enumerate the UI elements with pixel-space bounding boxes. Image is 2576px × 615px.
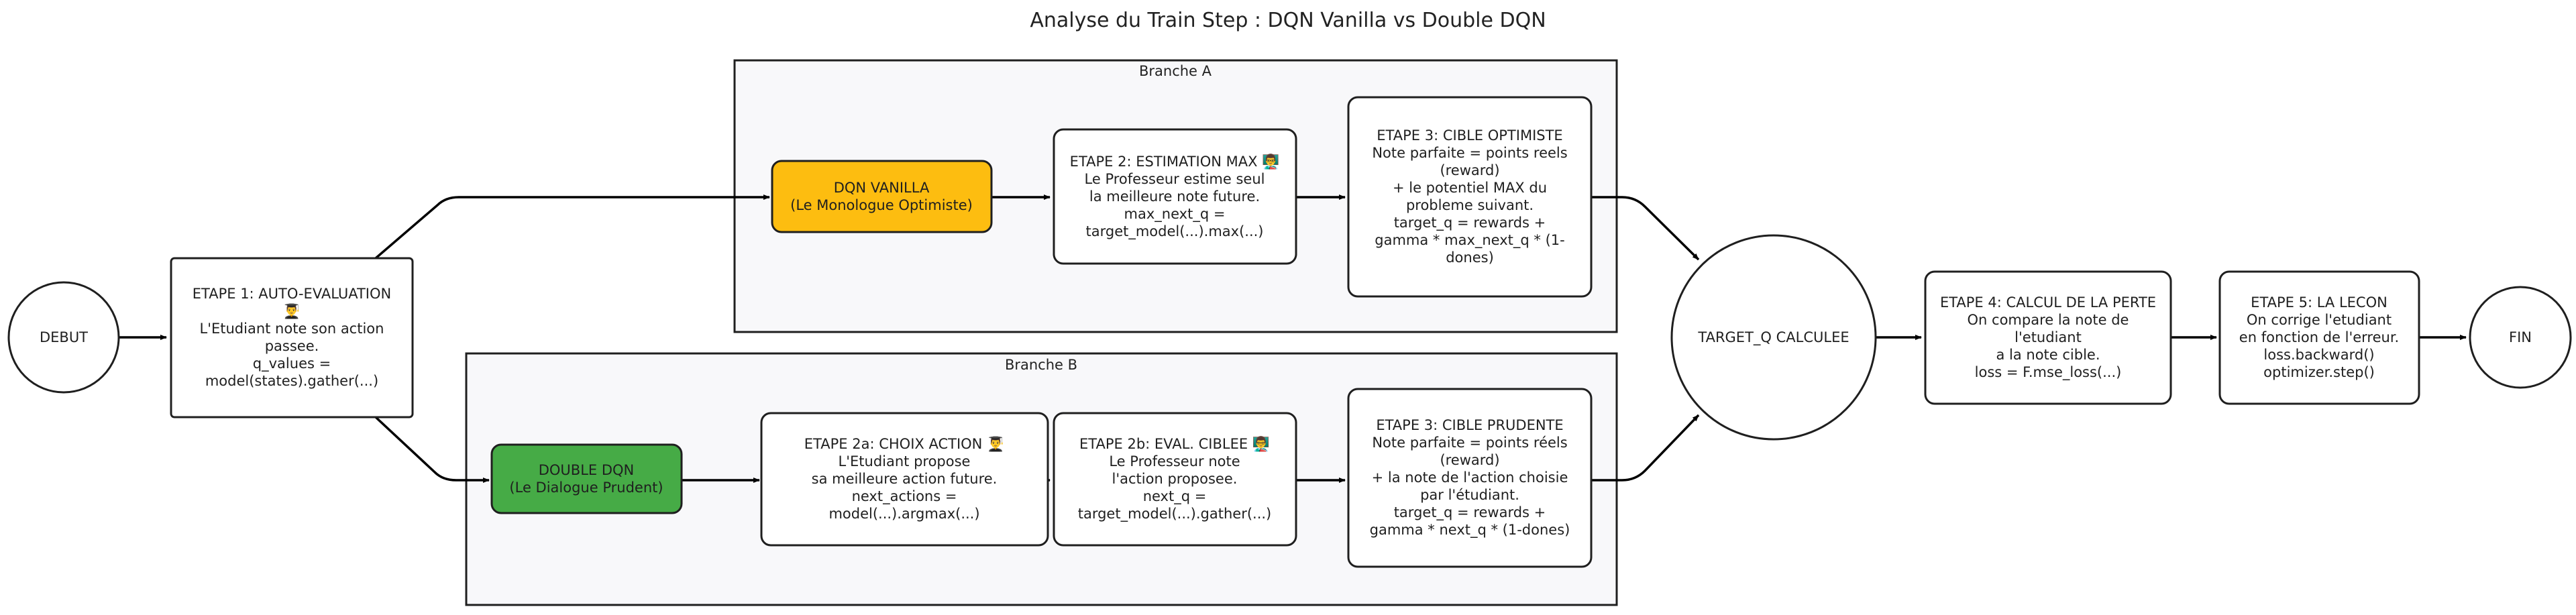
label-line: Note parfaite = points reels	[1372, 145, 1567, 161]
label-etape-2b: ETAPE 2b: EVAL. CIBLEE 👨‍🏫Le Professeur …	[1078, 435, 1272, 522]
node-double-dqn	[490, 443, 683, 514]
node-etape-2-estimation	[1053, 128, 1297, 265]
label-line: model(...).argmax(...)	[828, 506, 979, 522]
label-line: target_q = rewards +	[1394, 504, 1546, 521]
node-etape-5	[2218, 270, 2420, 405]
edge-a3-target	[1591, 196, 1700, 261]
label-line: gamma * max_next_q * (1-	[1375, 232, 1564, 249]
edge-e1-vanilla	[374, 194, 770, 260]
label-line: loss = F.mse_loss(...)	[1975, 364, 2122, 381]
label-line: L'Etudiant note son action	[200, 321, 384, 337]
label-line: (reward)	[1440, 452, 1499, 468]
label-line: TARGET_Q CALCULEE	[1697, 329, 1849, 346]
label-line: DQN VANILLA	[834, 180, 930, 196]
label-line: L'Etudiant propose	[839, 453, 971, 469]
label-etape-2a: ETAPE 2a: CHOIX ACTION 👨‍🎓L'Etudiant pro…	[804, 435, 1004, 522]
label-line: + la note de l'action choisie	[1372, 469, 1568, 486]
node-etape-4	[1924, 270, 2172, 405]
label-line: probleme suivant.	[1406, 197, 1534, 213]
edge-b3-target	[1591, 414, 1700, 482]
label-line: (Le Monologue Optimiste)	[790, 197, 973, 213]
label-line: Note parfaite = points réels	[1372, 435, 1567, 451]
edges	[119, 194, 2467, 483]
label-etape-1: ETAPE 1: AUTO-EVALUATION👨‍🎓 L'Etudiant no…	[193, 286, 391, 389]
label-line: (Le Dialogue Prudent)	[509, 480, 663, 496]
label-line: target_q = rewards +	[1394, 215, 1546, 231]
label-line: next_actions =	[852, 488, 957, 505]
label-line: gamma * next_q * (1-dones)	[1370, 522, 1570, 539]
node-etape-3-optimiste	[1347, 96, 1593, 298]
label-line: On compare la note de	[1968, 312, 2129, 328]
label-debut: DEBUT	[40, 329, 88, 345]
label-line: par l'étudiant.	[1420, 487, 1519, 503]
diagram-title: Analyse du Train Step : DQN Vanilla vs D…	[1030, 9, 1546, 32]
label-line: sa meilleure action future.	[812, 471, 998, 487]
label-line: l'action proposee.	[1112, 471, 1238, 487]
label-double-dqn: DOUBLE DQN (Le Dialogue Prudent)	[509, 462, 663, 496]
label-target-q: TARGET_Q CALCULEE	[1697, 329, 1849, 346]
node-debut	[7, 281, 120, 394]
label-line: DOUBLE DQN	[539, 462, 635, 478]
label-line: Le Professeur note	[1109, 453, 1240, 469]
label-etape-2-estimation: ETAPE 2: ESTIMATION MAX 👨‍🏫Le Professeur…	[1070, 153, 1280, 240]
label-line: ETAPE 4: CALCUL DE LA PERTE	[1940, 294, 2156, 311]
label-line: Le Professeur estime seul	[1085, 171, 1265, 187]
label-line: q_values =	[253, 355, 331, 372]
label-line: dones)	[1446, 249, 1494, 266]
label-line: 👨‍🎓	[283, 302, 301, 319]
label-line: ETAPE 5: LA LECON	[2251, 294, 2387, 311]
cluster-label-branche-b: Branche B	[1005, 357, 1077, 373]
label-line: target_model(...).gather(...)	[1078, 506, 1272, 522]
node-etape-1	[170, 257, 414, 418]
label-line: DEBUT	[40, 329, 88, 345]
label-line: ETAPE 3: CIBLE OPTIMISTE	[1377, 127, 1562, 144]
cluster-label-branche-a: Branche A	[1139, 63, 1212, 79]
label-line: ETAPE 2a: CHOIX ACTION 👨‍🎓	[804, 435, 1004, 452]
label-fin: FIN	[2509, 329, 2532, 345]
node-etape-3-prudente	[1347, 388, 1593, 568]
label-line: ETAPE 3: CIBLE PRUDENTE	[1376, 417, 1563, 433]
label-line: (reward)	[1440, 162, 1499, 178]
node-fin	[2469, 286, 2572, 389]
label-line: l'etudiant	[2015, 329, 2082, 345]
label-line: loss.backward()	[2263, 347, 2374, 363]
label-line: FIN	[2509, 329, 2532, 345]
label-line: a la note cible.	[1996, 347, 2100, 363]
label-line: target_model(...).max(...)	[1086, 223, 1264, 240]
edge-e1-double	[374, 416, 490, 483]
label-line: ETAPE 1: AUTO-EVALUATION	[193, 286, 391, 302]
label-line: next_q =	[1143, 488, 1207, 505]
label-line: ETAPE 2b: EVAL. CIBLEE 👨‍🏫	[1079, 435, 1270, 452]
label-line: + le potentiel MAX du	[1393, 180, 1547, 196]
label-line: en fonction de l'erreur.	[2239, 329, 2399, 345]
label-etape-3-prudente: ETAPE 3: CIBLE PRUDENTE Note parfaite = p…	[1370, 417, 1570, 539]
label-line: optimizer.step()	[2263, 364, 2375, 380]
label-dqn-vanilla: DQN VANILLA(Le Monologue Optimiste)	[790, 180, 973, 213]
label-line: ETAPE 2: ESTIMATION MAX 👨‍🏫	[1070, 153, 1280, 170]
label-line: la meilleure note future.	[1089, 188, 1260, 205]
node-target-q	[1670, 234, 1877, 441]
node-etape-2b	[1053, 412, 1297, 547]
label-line: max_next_q =	[1124, 206, 1226, 223]
node-dqn-vanilla	[771, 160, 993, 233]
label-line: model(states).gather(...)	[205, 373, 378, 389]
label-line: passee.	[265, 338, 319, 354]
label-line: On corrige l'etudiant	[2247, 312, 2392, 328]
node-etape-2a	[760, 412, 1049, 547]
